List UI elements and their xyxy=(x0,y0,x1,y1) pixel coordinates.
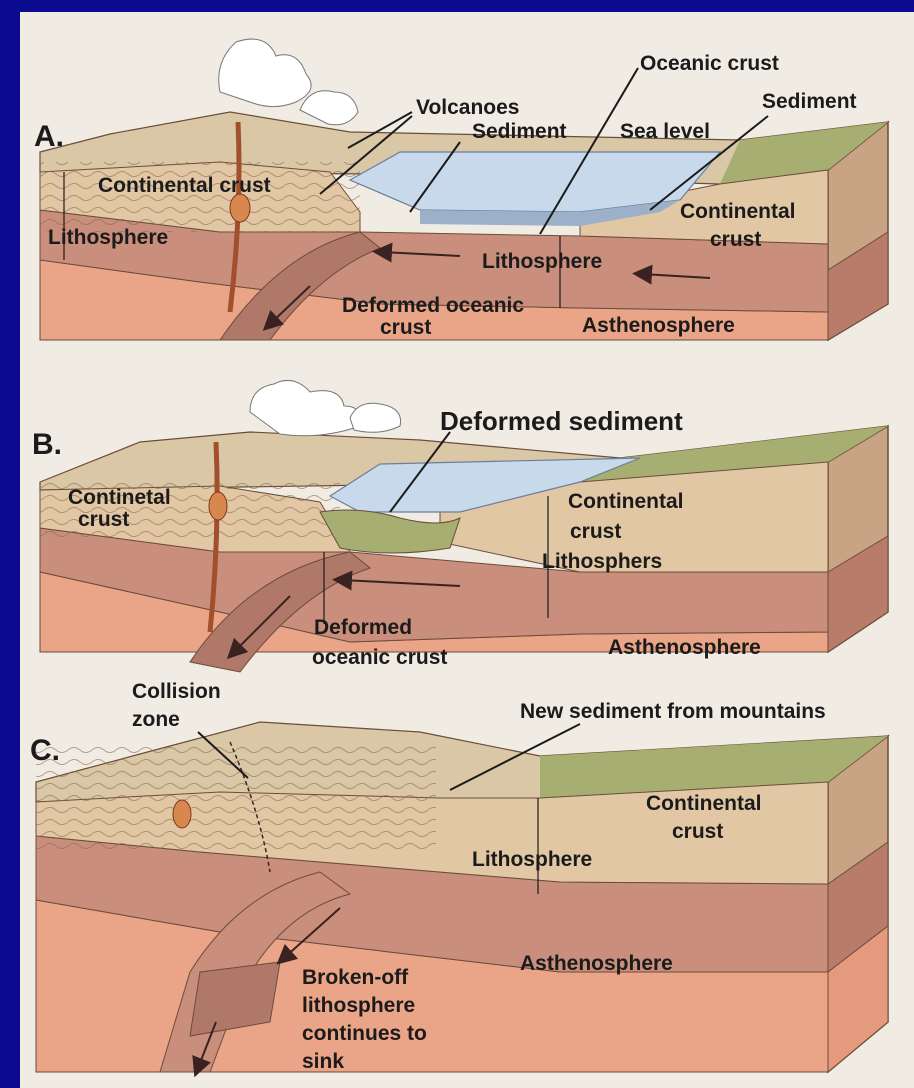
label-deformed-oceanic-1: Deformed oceanic xyxy=(342,294,524,317)
label-broken-4: sink xyxy=(302,1050,344,1073)
panel-a-volcano-plume xyxy=(219,39,311,107)
diagram-frame: A. Volcanoes Oceanic crust Sediment Sea … xyxy=(20,12,914,1088)
label-asthenosphere-c: Asthenosphere xyxy=(520,952,673,975)
label-deformed-oceanic-2: crust xyxy=(380,316,431,339)
label-broken-1: Broken-off xyxy=(302,966,409,989)
label-oceanic-crust: Oceanic crust xyxy=(640,52,779,75)
label-volcanoes: Volcanoes xyxy=(416,96,519,119)
label-sea-level: Sea level xyxy=(620,120,710,143)
label-lithosphere-center: Lithosphere xyxy=(482,250,602,273)
label-broken-2: lithosphere xyxy=(302,994,415,1017)
label-asthenosphere-b: Asthenosphere xyxy=(608,636,761,659)
label-continental-2-c: crust xyxy=(672,820,723,843)
panel-b-deformed-sediment xyxy=(320,510,460,553)
label-deformed-2-b: oceanic crust xyxy=(312,646,447,669)
label-collision-1: Collision xyxy=(132,680,221,703)
label-continental-right-1: Continental xyxy=(680,200,796,223)
panel-b: B. Deformed sediment Continetal crust Co… xyxy=(32,380,888,672)
label-lithosphere-c: Lithosphere xyxy=(472,848,592,871)
label-new-sediment: New sediment from mountains xyxy=(520,700,826,723)
label-broken-3: continues to xyxy=(302,1022,427,1045)
label-lithosphers: Lithosphers xyxy=(542,550,662,573)
panel-c-letter: C. xyxy=(30,734,60,767)
label-collision-2: zone xyxy=(132,708,180,731)
label-sediment-left: Sediment xyxy=(472,120,567,143)
panel-b-volcano-plume xyxy=(250,380,361,435)
panel-c: C. Collision zone New sediment from moun… xyxy=(30,680,888,1073)
plate-collision-diagram: A. Volcanoes Oceanic crust Sediment Sea … xyxy=(20,12,914,1088)
label-deformed-sediment: Deformed sediment xyxy=(440,406,683,436)
label-continental-crust-left: Continental crust xyxy=(98,174,271,197)
panel-b-letter: B. xyxy=(32,428,62,461)
label-deformed-1-b: Deformed xyxy=(314,616,412,639)
panel-a-letter: A. xyxy=(34,120,64,153)
panel-a: A. Volcanoes Oceanic crust Sediment Sea … xyxy=(34,39,888,340)
label-continental-1-b: Continental xyxy=(568,490,684,513)
label-lithosphere-left: Lithosphere xyxy=(48,226,168,249)
label-continental-1-c: Continental xyxy=(646,792,762,815)
label-continental-right-2: crust xyxy=(710,228,761,251)
label-sediment-right: Sediment xyxy=(762,90,857,113)
label-continetal-2: crust xyxy=(78,508,129,531)
label-continetal-1: Continetal xyxy=(68,486,171,509)
label-continental-2-b: crust xyxy=(570,520,621,543)
label-asthenosphere-a: Asthenosphere xyxy=(582,314,735,337)
